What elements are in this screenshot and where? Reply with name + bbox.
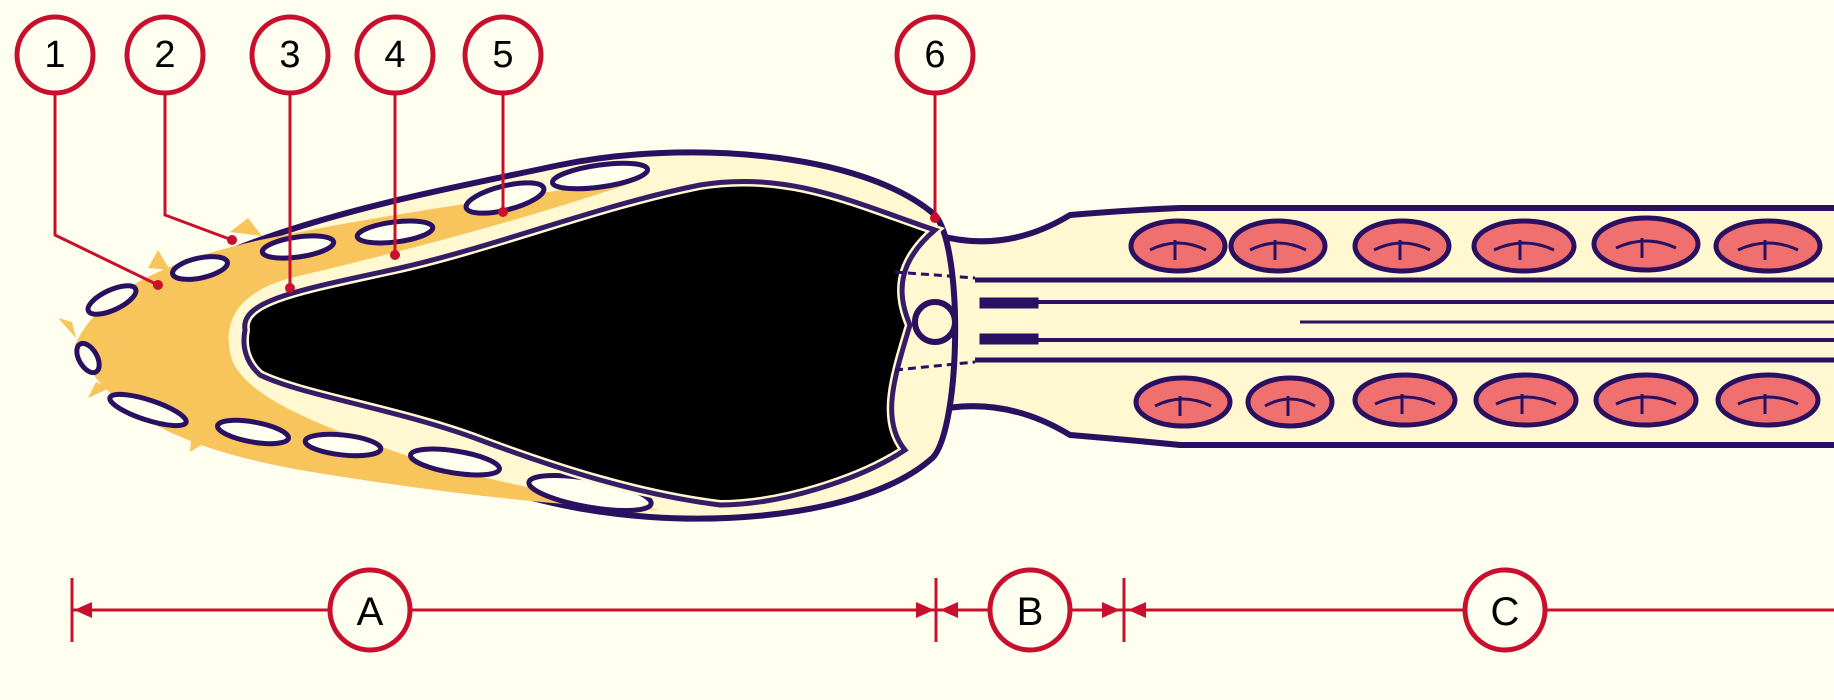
callout-1: 1 (17, 17, 93, 93)
region-a-label: A (357, 590, 384, 634)
callout-2-label: 2 (154, 34, 175, 76)
region-c-label: C (1491, 590, 1520, 634)
proximal-centriole (915, 302, 955, 342)
callout-5-label: 5 (492, 34, 513, 76)
region-b: B (990, 570, 1070, 650)
region-c: C (1465, 570, 1545, 650)
acrosome-spike (58, 318, 76, 338)
callout-6: 6 (897, 17, 973, 93)
callout-4-label: 4 (384, 34, 405, 76)
acrosome-spike (230, 218, 262, 236)
callout-5: 5 (465, 17, 541, 93)
region-b-label: B (1017, 590, 1044, 634)
callout-3-label: 3 (279, 34, 300, 76)
callout-2: 2 (127, 17, 203, 93)
callout-6-label: 6 (924, 34, 945, 76)
callout-3: 3 (252, 17, 328, 93)
region-a: A (330, 570, 410, 650)
callout-1-label: 1 (44, 34, 65, 76)
callout-4: 4 (357, 17, 433, 93)
acrosome-spike (148, 250, 170, 270)
